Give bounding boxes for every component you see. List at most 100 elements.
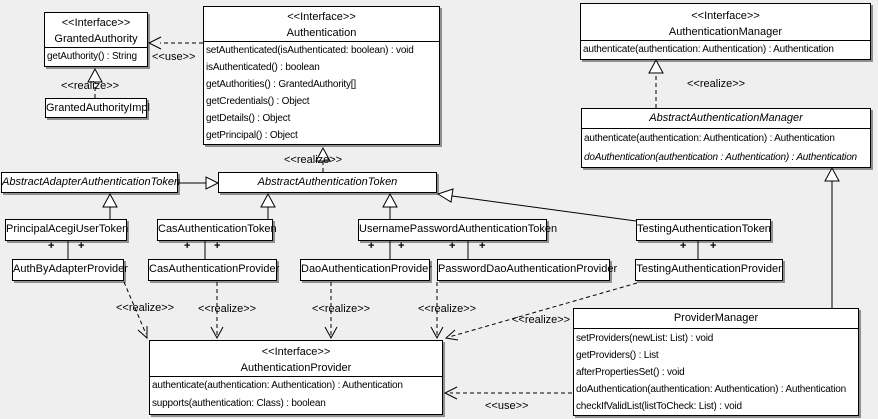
stereotype-label: <<Interface>> — [287, 11, 356, 23]
method-entry: getCredentials() : Object — [206, 96, 310, 107]
class-name: UsernamePasswordAuthenticationToken — [359, 223, 558, 235]
class-name: CasAuthenticationToken — [158, 223, 277, 235]
method-entry: afterPropertiesSet() : void — [576, 367, 685, 378]
methods-compartment: authenticate(authentication: Authenticat… — [581, 40, 870, 58]
methods-compartment: authenticate(authentication: Authenticat… — [150, 376, 442, 413]
class-name: GrantedAuthorityImpl — [46, 102, 150, 114]
method-entry: getAuthority() : String — [47, 51, 137, 62]
association-end-plus: + — [368, 240, 375, 252]
class-box-testing-authentication-token[interactable]: TestingAuthenticationToken — [636, 219, 771, 241]
method-entry: isAuthenticated() : boolean — [206, 62, 320, 73]
class-box-authentication-manager[interactable]: <<Interface>> AuthenticationManager auth… — [580, 3, 871, 60]
class-name: TestingAuthenticationProvider — [636, 263, 782, 275]
label-use-authentication-granted-authority: <<use>> — [152, 51, 196, 63]
class-name: AbstractAuthenticationManager — [649, 112, 803, 124]
class-name: AuthByAdapterProvider — [13, 263, 128, 275]
method-entry: getPrincipal() : Object — [206, 130, 298, 141]
stereotype-label: <<Interface>> — [61, 17, 131, 29]
class-box-abstract-authentication-manager[interactable]: AbstractAuthenticationManager authentica… — [581, 108, 871, 168]
realize-edge-auth-by-adapter-provider — [123, 281, 148, 340]
association-end-plus: + — [710, 240, 717, 252]
realize-edge-dao-provider — [324, 282, 338, 340]
label-realize-granted-authority-impl: <<realize>> — [61, 80, 120, 92]
label-realize-cas-authentication-provider: <<realize>> — [198, 303, 257, 315]
class-name: PrincipalAcegiUserToken — [6, 223, 129, 235]
realize-edge-granted-authority-impl — [87, 67, 103, 98]
class-title: <<Interface>> AuthenticationProvider — [150, 341, 442, 376]
use-edge-authentication-granted-authority — [147, 36, 203, 50]
label-realize-dao-authentication-provider: <<realize>> — [312, 303, 371, 315]
methods-compartment: setAuthenticated(isAuthenticated: boolea… — [204, 41, 439, 144]
method-entry: doAuthentication(authentication: Authent… — [576, 384, 846, 395]
class-name: TestingAuthenticationToken — [637, 223, 771, 235]
class-box-cas-authentication-provider[interactable]: CasAuthenticationProvider — [148, 259, 280, 281]
association-end-plus: + — [479, 240, 486, 252]
class-box-abstract-adapter-authentication-token[interactable]: AbstractAdapterAuthenticationToken — [1, 172, 180, 193]
method-entry: getAuthorities() : GrantedAuthority[] — [206, 79, 356, 90]
class-box-principal-acegi-user-token[interactable]: PrincipalAcegiUserToken — [5, 219, 129, 241]
method-entry: checkIfValidList(listToCheck: List) : vo… — [576, 401, 742, 412]
stereotype-label: <<Interface>> — [261, 346, 331, 358]
class-box-provider-manager[interactable]: ProviderManager setProviders(newList: Li… — [573, 308, 859, 416]
class-name: ProviderManager — [673, 312, 759, 324]
method-entry: supports(authentication: Class) : boolea… — [152, 398, 326, 409]
association-end-plus: + — [680, 240, 687, 252]
generalization-edge-username-password-token — [382, 192, 398, 219]
class-box-granted-authority[interactable]: <<Interface>> GrantedAuthority getAuthor… — [44, 12, 148, 67]
class-box-username-password-authentication-token[interactable]: UsernamePasswordAuthenticationToken — [358, 219, 557, 241]
association-end-plus: + — [449, 240, 456, 252]
class-box-abstract-authentication-token[interactable]: AbstractAuthenticationToken — [218, 172, 437, 193]
class-name: GrantedAuthority — [54, 33, 138, 45]
generalization-edge-principal-token — [102, 192, 118, 219]
generalization-edge-adapter-token — [179, 176, 220, 190]
class-title: ProviderManager — [574, 309, 858, 328]
label-use-provider-manager: <<use>> — [485, 400, 529, 412]
association-end-plus: + — [48, 240, 55, 252]
class-box-granted-authority-impl[interactable]: GrantedAuthorityImpl — [45, 98, 150, 118]
class-name: PasswordDaoAuthenticationProvider — [438, 263, 618, 275]
realize-edge-abstract-authentication-manager — [648, 58, 664, 108]
method-entry: authenticate(authentication: Authenticat… — [584, 133, 835, 144]
method-entry: doAuthentication(authentication : Authen… — [584, 152, 857, 163]
class-box-authentication[interactable]: <<Interface>> Authentication setAuthenti… — [203, 6, 440, 145]
association-end-plus: + — [78, 240, 85, 252]
class-box-authentication-provider[interactable]: <<Interface>> AuthenticationProvider aut… — [149, 340, 443, 415]
methods-compartment: setProviders(newList: List) : void getPr… — [574, 328, 858, 415]
class-box-dao-authentication-provider[interactable]: DaoAuthenticationProvider — [300, 259, 432, 281]
class-box-cas-authentication-token[interactable]: CasAuthenticationToken — [157, 219, 277, 241]
class-box-testing-authentication-provider[interactable]: TestingAuthenticationProvider — [635, 259, 783, 281]
class-title: AbstractAuthenticationManager — [582, 109, 870, 128]
realize-edge-cas-provider — [210, 282, 224, 340]
class-name: CasAuthenticationProvider — [149, 263, 280, 275]
label-realize-abstract-authentication-manager: <<realize>> — [687, 78, 746, 90]
association-end-plus: + — [398, 240, 405, 252]
realize-edge-password-dao-provider — [430, 282, 444, 340]
class-title: <<Interface>> Authentication — [204, 7, 439, 41]
class-box-password-dao-authentication-provider[interactable]: PasswordDaoAuthenticationProvider — [437, 259, 617, 281]
method-entry: authenticate(authentication: Authenticat… — [583, 44, 834, 55]
generalization-edge-cas-token — [260, 192, 276, 219]
methods-compartment: authenticate(authentication: Authenticat… — [582, 128, 870, 167]
class-name: DaoAuthenticationProvider — [301, 263, 432, 275]
method-entry: setAuthenticated(isAuthenticated: boolea… — [206, 45, 414, 56]
generalization-edge-provider-manager — [824, 166, 840, 308]
association-end-plus: + — [184, 240, 191, 252]
label-realize-abstract-authentication-token: <<realize>> — [284, 154, 343, 166]
method-entry: authenticate(authentication: Authenticat… — [152, 380, 403, 391]
method-entry: getProviders() : List — [576, 350, 659, 361]
method-entry: setProviders(newList: List) : void — [576, 333, 714, 344]
realize-edge-abstract-authentication-token — [315, 146, 331, 172]
label-realize-password-dao-authentication-provider: <<realize>> — [418, 303, 477, 315]
label-realize-testing-authentication-provider: <<realize>> — [512, 314, 571, 326]
label-realize-auth-by-adapter-provider: <<realize>> — [116, 302, 175, 314]
use-edge-provider-manager — [443, 386, 572, 400]
methods-compartment: getAuthority() : String — [45, 47, 147, 65]
class-box-auth-by-adapter-provider[interactable]: AuthByAdapterProvider — [12, 259, 128, 281]
class-name: AuthenticationProvider — [240, 362, 352, 374]
class-title: <<Interface>> GrantedAuthority — [45, 13, 147, 47]
class-title: <<Interface>> AuthenticationManager — [581, 4, 870, 40]
method-entry: getDetails() : Object — [206, 113, 291, 124]
generalization-edge-testing-token — [436, 188, 637, 222]
class-name: AbstractAuthenticationToken — [257, 176, 398, 188]
association-end-plus: + — [214, 240, 221, 252]
